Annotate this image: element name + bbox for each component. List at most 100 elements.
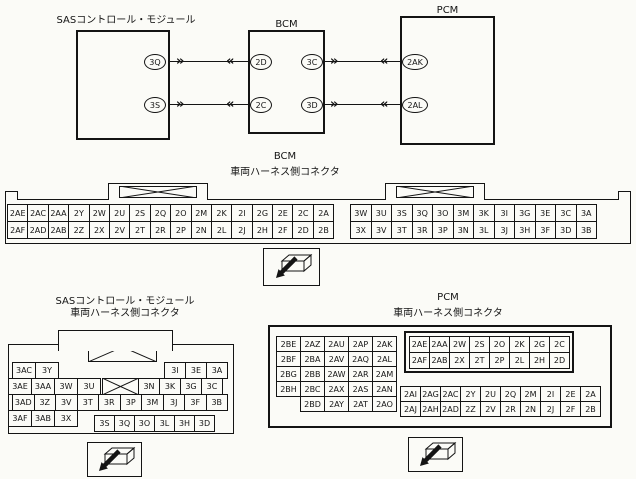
pin-2j: 2J <box>231 221 253 239</box>
pin-2ab: 2AB <box>47 221 70 239</box>
pin-2z: 2Z <box>460 401 481 417</box>
pin-2n: 2N <box>190 221 212 239</box>
inline-connector-icon: « <box>226 97 235 112</box>
terminal-3s: 3S <box>144 97 166 113</box>
pin-2p: 2P <box>489 352 510 369</box>
pin-2q: 2Q <box>500 386 521 402</box>
pin-3z: 3Z <box>33 394 56 411</box>
pin-2b: 2B <box>312 221 335 239</box>
pin-2a: 2A <box>580 386 601 402</box>
pin-2r: 2R <box>149 221 172 239</box>
pin-3ad: 3AD <box>12 394 35 411</box>
pin-3a: 3A <box>575 204 597 222</box>
pin-2k: 2K <box>210 204 233 222</box>
pin-2ap: 2AP <box>348 336 373 352</box>
pin-2au: 2AU <box>324 336 349 352</box>
pin-3m: 3M <box>452 204 474 222</box>
pin-2p: 2P <box>170 221 192 239</box>
pin-3p: 3P <box>119 394 142 411</box>
bcm-box-title: BCM <box>275 19 298 30</box>
pin-3e: 3E <box>534 204 556 222</box>
pin-3f: 3F <box>184 394 207 411</box>
pin-2al: 2AL <box>372 351 397 367</box>
inline-connector-icon: » <box>176 97 185 112</box>
pin-2aq: 2AQ <box>348 351 373 367</box>
pin-2f: 2F <box>560 401 581 417</box>
pin-3q: 3Q <box>114 415 135 432</box>
pin-3a: 3A <box>206 362 228 379</box>
pin-3l: 3L <box>473 221 495 239</box>
pin-3n: 3N <box>138 378 160 395</box>
pin-2g: 2G <box>251 204 274 222</box>
wire-line <box>170 61 250 62</box>
pin-2d: 2D <box>292 221 314 239</box>
sas-connector-tab <box>58 330 173 351</box>
pin-3c: 3C <box>555 204 577 222</box>
pin-2y: 2Y <box>460 386 481 402</box>
pin-2af: 2AF <box>409 352 430 369</box>
pin-2ae: 2AE <box>7 204 29 222</box>
pin-2w: 2W <box>449 336 470 353</box>
wire-line <box>170 104 250 105</box>
pin-2ay: 2AY <box>324 396 349 412</box>
pin-3c: 3C <box>201 378 223 395</box>
pcm-connector-outline <box>268 325 612 428</box>
pin-3d: 3D <box>194 415 215 432</box>
pin-2i: 2I <box>540 386 561 402</box>
crossed-slot-icon <box>102 378 139 395</box>
pin-3t: 3T <box>391 221 413 239</box>
pin-2ae: 2AE <box>409 336 430 353</box>
pin-2m: 2M <box>520 386 541 402</box>
pcm-connector-subtitle: 車両ハーネス側コネクタ <box>393 308 503 319</box>
pin-2o: 2O <box>170 204 192 222</box>
pcm-connector-title: PCM <box>437 292 459 303</box>
pin-3r: 3R <box>411 221 433 239</box>
pin-2as: 2AS <box>348 381 373 397</box>
pin-3ab: 3AB <box>31 410 55 427</box>
terminal-3q: 3Q <box>144 54 166 70</box>
bcm-connector-title: BCM <box>273 151 297 162</box>
pin-2x: 2X <box>88 221 110 239</box>
pin-3l: 3L <box>154 415 175 432</box>
pin-2az: 2AZ <box>300 336 325 352</box>
pin-3g: 3G <box>514 204 536 222</box>
pin-2bb: 2BB <box>300 366 325 382</box>
bcm-connector-end-tab-right <box>618 191 631 200</box>
pin-3s: 3S <box>94 415 115 432</box>
pin-2aw: 2AW <box>324 366 349 382</box>
connector-view-icon <box>275 253 312 278</box>
pin-3m: 3M <box>141 394 164 411</box>
bcm-connector-end-tab-left <box>5 191 18 200</box>
sas-connector-view-box <box>87 442 142 477</box>
pin-2bh: 2BH <box>276 381 301 397</box>
pin-2t: 2T <box>469 352 490 369</box>
pin-3q: 3Q <box>411 204 433 222</box>
wire-line <box>325 104 402 105</box>
pin-2ac: 2AC <box>440 386 461 402</box>
pin-2ba: 2BA <box>300 351 325 367</box>
pin-2ar: 2AR <box>348 366 373 382</box>
pin-2v: 2V <box>480 401 501 417</box>
pin-3af: 3AF <box>8 410 32 427</box>
wiring-diagram: SASコントロール・モジュール 3Q 3S BCM 2D 2C 3C 3D PC… <box>0 0 636 150</box>
pin-2be: 2BE <box>276 336 301 352</box>
pin-3ac: 3AC <box>12 362 36 379</box>
pin-2at: 2AT <box>348 396 373 412</box>
pin-3k: 3K <box>473 204 495 222</box>
pin-2bf: 2BF <box>276 351 301 367</box>
pin-3ae: 3AE <box>8 378 32 395</box>
